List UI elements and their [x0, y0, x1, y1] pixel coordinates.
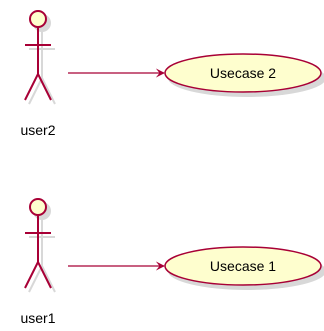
actor-user1-shadow: [29, 203, 55, 292]
actor-user2-label: user2: [20, 122, 55, 138]
actor-user2-head: [30, 11, 46, 27]
usecase-2: Usecase 2: [165, 54, 324, 97]
usecase-1-label: Usecase 1: [210, 258, 276, 274]
actor-user2-shadow: [29, 15, 55, 104]
usecase-1: Usecase 1: [165, 247, 324, 290]
usecase-2-label: Usecase 2: [210, 65, 276, 81]
actor-user1-label: user1: [20, 310, 55, 326]
actor-user1: user1: [20, 199, 55, 326]
actor-user1-head: [30, 199, 46, 215]
actor-user2: user2: [20, 11, 55, 138]
